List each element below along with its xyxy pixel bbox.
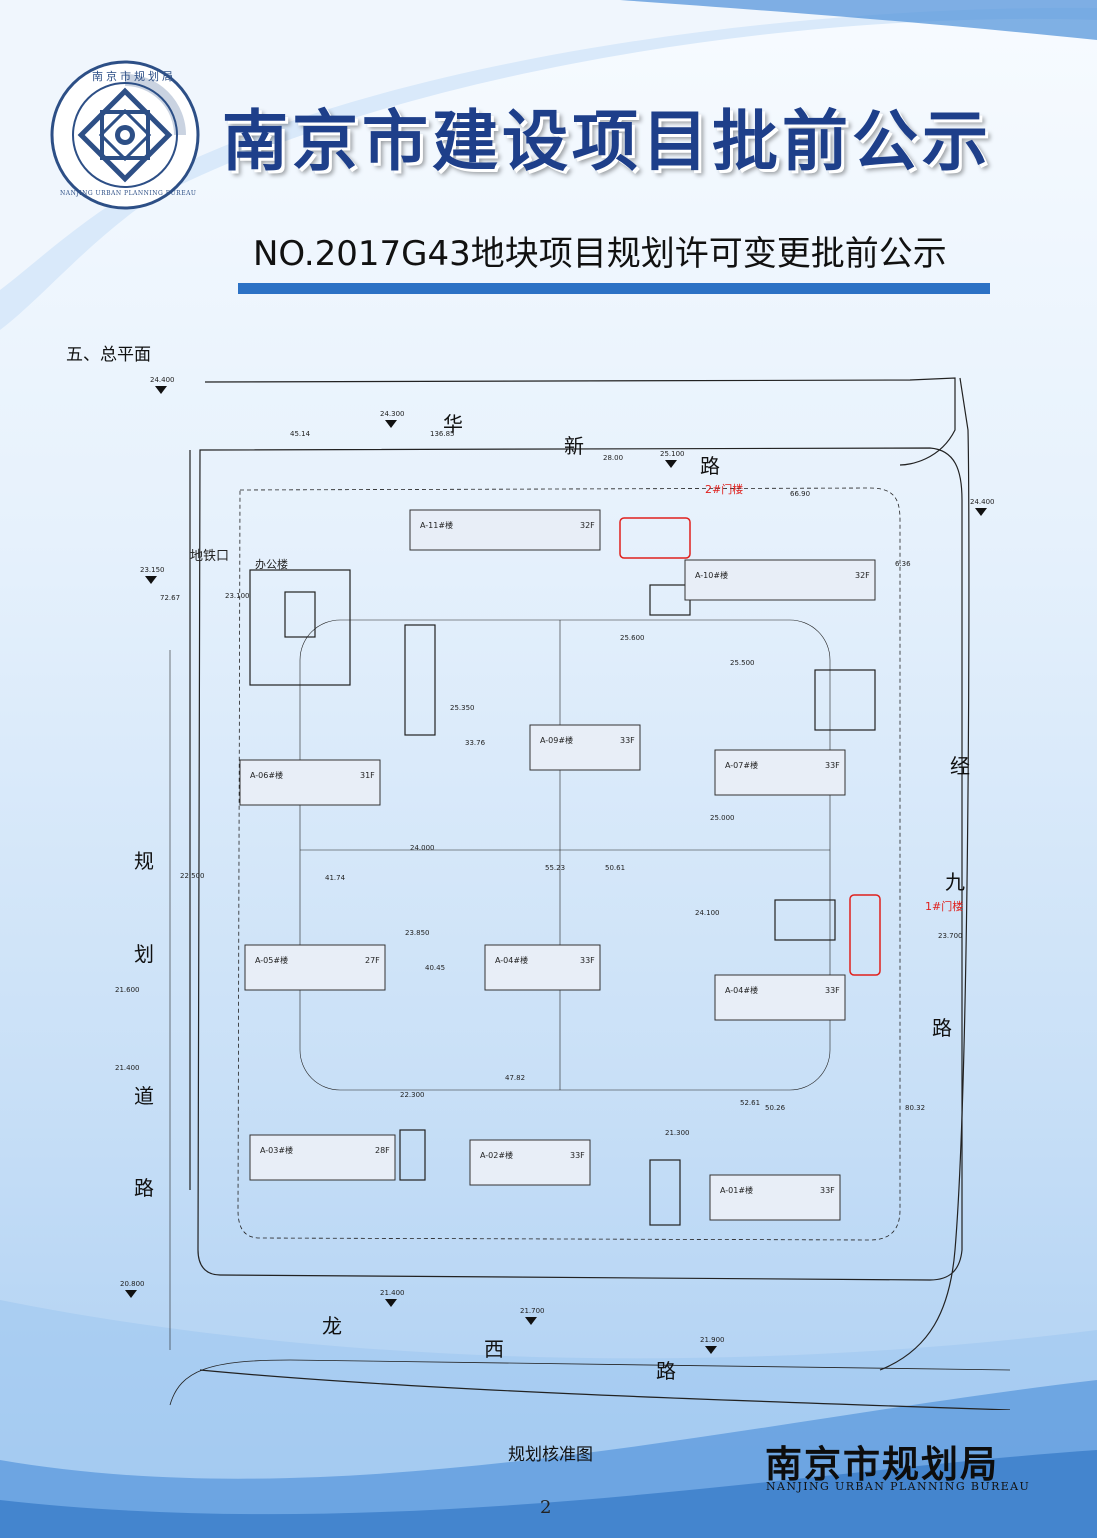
plan-annotation: 24.300 <box>380 410 405 418</box>
building-label: A-10#楼 <box>695 570 728 580</box>
plan-annotation: 40.45 <box>425 964 445 972</box>
road-name-east: 经 <box>950 754 970 778</box>
road-name-north: 华 <box>443 412 463 436</box>
road-name-west: 划 <box>134 942 154 966</box>
page-title: 南京市建设项目批前公示 <box>222 102 992 180</box>
drawing-caption: 规划核准图 <box>508 1445 593 1465</box>
building-floors: 32F <box>580 521 595 530</box>
building-floors: 27F <box>365 956 380 965</box>
plan-annotation: 21.400 <box>115 1064 140 1072</box>
plan-annotation: 21.700 <box>520 1307 545 1315</box>
plan-annotation: 52.61 <box>740 1099 760 1107</box>
building-label: A-06#楼 <box>250 770 283 780</box>
building-label: A-01#楼 <box>720 1185 753 1195</box>
plan-annotation: 80.32 <box>905 1104 925 1112</box>
plan-annotation: 25.600 <box>620 634 645 642</box>
plan-annotation: 25.500 <box>730 659 755 667</box>
road-name-south: 路 <box>656 1359 676 1383</box>
plan-annotation: 23.150 <box>140 566 165 574</box>
metro-label: 地铁口 <box>190 549 229 564</box>
building-label: A-03#楼 <box>260 1145 293 1155</box>
road-name-south: 西 <box>484 1337 504 1361</box>
project-subtitle: NO.2017G43地块项目规划许可变更批前公示 <box>253 234 947 274</box>
gate-1-highlight <box>849 894 881 976</box>
plan-annotation: 136.85 <box>430 430 455 438</box>
road-name-south: 龙 <box>322 1314 342 1338</box>
plan-annotation: 24.000 <box>410 844 435 852</box>
road-name-west: 道 <box>134 1084 154 1108</box>
page-number: 2 <box>540 1497 552 1518</box>
plan-annotation: 47.82 <box>505 1074 525 1082</box>
road-name-west: 规 <box>134 849 154 873</box>
plan-annotation: 41.74 <box>325 874 346 882</box>
plan-annotation: 25.100 <box>660 450 685 458</box>
gate-2-highlight <box>619 517 691 559</box>
plan-annotation: 24.100 <box>695 909 720 917</box>
plan-annotation: 55.23 <box>545 864 565 872</box>
building-label: A-09#楼 <box>540 735 573 745</box>
plan-annotation: 21.400 <box>380 1289 405 1297</box>
plan-annotation: 24.400 <box>150 376 175 384</box>
building-floors: 33F <box>620 736 635 745</box>
plan-annotation: 23.850 <box>405 929 430 937</box>
road-name-north: 新 <box>564 434 584 458</box>
plan-annotation: 21.600 <box>115 986 140 994</box>
road-name-north: 路 <box>700 454 720 478</box>
section-label: 五、总平面 <box>66 345 151 365</box>
title-divider <box>238 283 990 294</box>
plan-annotation: 50.26 <box>765 1104 786 1112</box>
building-label: A-07#楼 <box>725 760 758 770</box>
building-floors: 33F <box>825 761 840 770</box>
gate-2-label: 2#门楼 <box>705 482 743 496</box>
site-plan-drawing: A-11#楼 32F A-10#楼 32F A-09#楼 33F A-07#楼 … <box>115 376 1010 1410</box>
plan-annotation: 33.76 <box>465 739 486 747</box>
building-floors: 33F <box>820 1186 835 1195</box>
plan-annotation: 6.36 <box>895 560 911 568</box>
office-building <box>249 569 351 686</box>
building-floors: 31F <box>360 771 375 780</box>
plan-annotation: 21.300 <box>665 1129 690 1137</box>
building-label: A-04#楼 <box>725 985 758 995</box>
plan-annotation: 22.500 <box>180 872 205 880</box>
plan-annotation: 20.800 <box>120 1280 145 1288</box>
plan-annotation: 24.400 <box>970 498 995 506</box>
plan-annotation: 23.100 <box>225 592 250 600</box>
bureau-logo-icon <box>50 60 200 210</box>
south-road-curb <box>199 1369 1010 1410</box>
plan-annotation: 23.700 <box>938 932 963 940</box>
gate-1-label: 1#门楼 <box>925 899 963 913</box>
plan-annotation: 66.90 <box>790 490 810 498</box>
plan-annotation: 25.000 <box>710 814 735 822</box>
building-label: A-02#楼 <box>480 1150 513 1160</box>
office-label: 办公楼 <box>255 557 288 571</box>
road-name-east: 九 <box>945 870 965 894</box>
plan-annotation: 22.300 <box>400 1091 425 1099</box>
building-floors: 33F <box>580 956 595 965</box>
building-floors: 33F <box>825 986 840 995</box>
site-boundary <box>197 447 963 1281</box>
plan-annotation: 50.61 <box>605 864 625 872</box>
plan-annotation: 21.900 <box>700 1336 725 1344</box>
plan-annotation: 28.00 <box>603 454 623 462</box>
logo-ring-text-cn: 南京市规划局 <box>92 70 176 83</box>
building-floors: 32F <box>855 571 870 580</box>
plan-annotation: 72.67 <box>160 594 180 602</box>
plan-annotation: 45.14 <box>290 430 311 438</box>
bureau-name-cn: 南京市规划局 <box>765 1442 999 1486</box>
logo-ring-text-en: NANJING URBAN PLANNING BUREAU <box>60 190 197 197</box>
building-floors: 28F <box>375 1146 390 1155</box>
building-floors: 33F <box>570 1151 585 1160</box>
road-name-east: 路 <box>932 1016 952 1040</box>
building-label: A-05#楼 <box>255 955 288 965</box>
bureau-name-en: NANJING URBAN PLANNING BUREAU <box>766 1480 1031 1493</box>
road-name-west: 路 <box>134 1176 154 1200</box>
east-road-curb <box>879 377 970 1371</box>
building-label: A-11#楼 <box>420 520 453 530</box>
building-label: A-04#楼 <box>495 955 528 965</box>
plan-annotation: 25.350 <box>450 704 475 712</box>
